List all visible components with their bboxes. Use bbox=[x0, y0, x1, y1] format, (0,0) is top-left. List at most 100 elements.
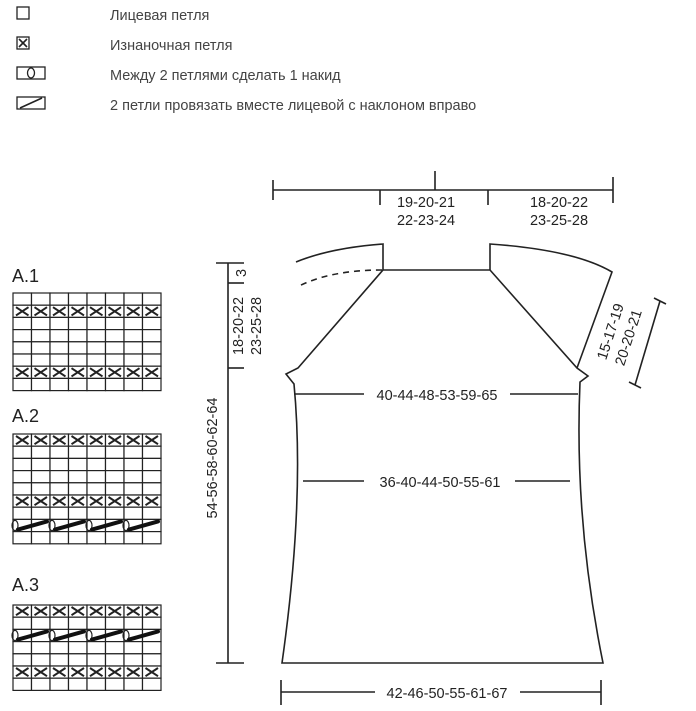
knit-cell bbox=[49, 445, 70, 460]
knit-cell bbox=[86, 445, 107, 460]
stitch-chart bbox=[11, 433, 162, 545]
knit-cell bbox=[104, 457, 125, 472]
knit-cell bbox=[141, 470, 162, 484]
k2tog-mark bbox=[90, 519, 123, 532]
knit-cell bbox=[86, 341, 107, 355]
knit-cell bbox=[141, 445, 162, 460]
legend-item: Лицевая петля bbox=[16, 6, 209, 26]
k2tog-mark bbox=[16, 629, 49, 642]
knit-cell bbox=[104, 616, 125, 631]
knit-cell bbox=[12, 377, 33, 392]
knit-cell bbox=[141, 677, 162, 692]
knit-cell bbox=[123, 292, 144, 306]
knit-cell bbox=[49, 316, 70, 331]
legend-label: 2 петли провязать вместе лицевой с накло… bbox=[110, 98, 477, 114]
k2tog-mark bbox=[53, 519, 86, 532]
knit-cell bbox=[141, 316, 162, 331]
legend-label: Изнаночная петля bbox=[110, 38, 233, 54]
knit-cell bbox=[67, 329, 88, 343]
knit-cell bbox=[123, 530, 144, 545]
knit-cell bbox=[123, 329, 144, 343]
k2tog-mark bbox=[127, 519, 160, 532]
knit-cell bbox=[141, 457, 162, 472]
chart-title-a1: A.1 bbox=[12, 266, 40, 286]
back-neck-dashed bbox=[296, 269, 383, 288]
knit-cell bbox=[67, 445, 88, 460]
purl-stitch-icon bbox=[16, 36, 42, 54]
knit-cell bbox=[123, 445, 144, 460]
knit-cell bbox=[30, 506, 51, 521]
yarn-over-mark bbox=[122, 519, 130, 532]
knit-cell bbox=[123, 341, 144, 355]
yarn-over-mark bbox=[85, 519, 93, 532]
knit-cell bbox=[123, 316, 144, 331]
stitch-charts bbox=[11, 292, 162, 692]
legend-item: Между 2 петлями сделать 1 накид bbox=[16, 66, 341, 86]
knit-cell bbox=[141, 616, 162, 631]
knit-cell bbox=[104, 640, 125, 655]
knit-cell bbox=[141, 353, 162, 367]
yarn-over-mark bbox=[122, 629, 130, 642]
knit-cell bbox=[30, 530, 51, 545]
yarn-over-mark bbox=[85, 629, 93, 642]
knit-cell bbox=[30, 329, 51, 343]
knit-cell bbox=[12, 653, 33, 667]
knit-cell bbox=[86, 677, 107, 692]
knit-stitch-icon bbox=[16, 6, 42, 24]
knit-cell bbox=[86, 482, 107, 496]
knit-cell bbox=[141, 640, 162, 655]
knit-cell bbox=[12, 506, 33, 521]
knit-cell bbox=[49, 530, 70, 545]
knit-cell bbox=[49, 377, 70, 392]
knit-cell bbox=[49, 329, 70, 343]
knit-cell bbox=[104, 353, 125, 367]
knit-cell bbox=[12, 353, 33, 367]
knit-cell bbox=[123, 470, 144, 484]
knit-cell bbox=[104, 677, 125, 692]
legend-label: Лицевая петля bbox=[110, 8, 210, 24]
chart-title-a2: A.2 bbox=[12, 406, 40, 426]
knit-cell bbox=[49, 616, 70, 631]
knit-cell bbox=[49, 653, 70, 667]
knit-cell bbox=[104, 329, 125, 343]
k2tog-mark bbox=[16, 519, 49, 532]
knit-cell bbox=[30, 457, 51, 472]
knit-cell bbox=[86, 653, 107, 667]
knit-cell bbox=[67, 316, 88, 331]
knit-cell bbox=[12, 316, 33, 331]
knit-cell bbox=[123, 482, 144, 496]
armhole-depth-label-1: 18-20-22 bbox=[231, 297, 247, 355]
body-outline bbox=[281, 269, 604, 664]
knit-cell bbox=[30, 292, 51, 306]
knit-cell bbox=[123, 640, 144, 655]
knit-cell bbox=[12, 677, 33, 692]
knit-cell bbox=[67, 506, 88, 521]
shoulder-width-label-2: 23-25-28 bbox=[530, 213, 588, 229]
knit-cell bbox=[86, 353, 107, 367]
chart-title-a3: A.3 bbox=[12, 575, 40, 595]
knit-cell bbox=[86, 616, 107, 631]
knit-cell bbox=[123, 506, 144, 521]
front-neck-line bbox=[295, 243, 384, 270]
knit-cell bbox=[104, 530, 125, 545]
neck-width-label-1: 19-20-21 bbox=[397, 195, 455, 211]
knit-cell bbox=[12, 640, 33, 655]
knit-cell bbox=[104, 653, 125, 667]
knit-cell bbox=[30, 616, 51, 631]
knit-cell bbox=[30, 653, 51, 667]
knit-cell bbox=[86, 457, 107, 472]
knit-cell bbox=[141, 329, 162, 343]
yarn-over-mark bbox=[48, 629, 56, 642]
knit-cell bbox=[141, 292, 162, 306]
knit-cell bbox=[86, 292, 107, 306]
knit-cell bbox=[86, 530, 107, 545]
knit-cell bbox=[49, 292, 70, 306]
knit-cell bbox=[30, 341, 51, 355]
knit-cell bbox=[12, 482, 33, 496]
knit-cell bbox=[12, 616, 33, 631]
yarn-over-mark bbox=[11, 519, 19, 532]
knit-cell bbox=[67, 377, 88, 392]
knit-cell bbox=[141, 482, 162, 496]
knit-cell bbox=[67, 341, 88, 355]
